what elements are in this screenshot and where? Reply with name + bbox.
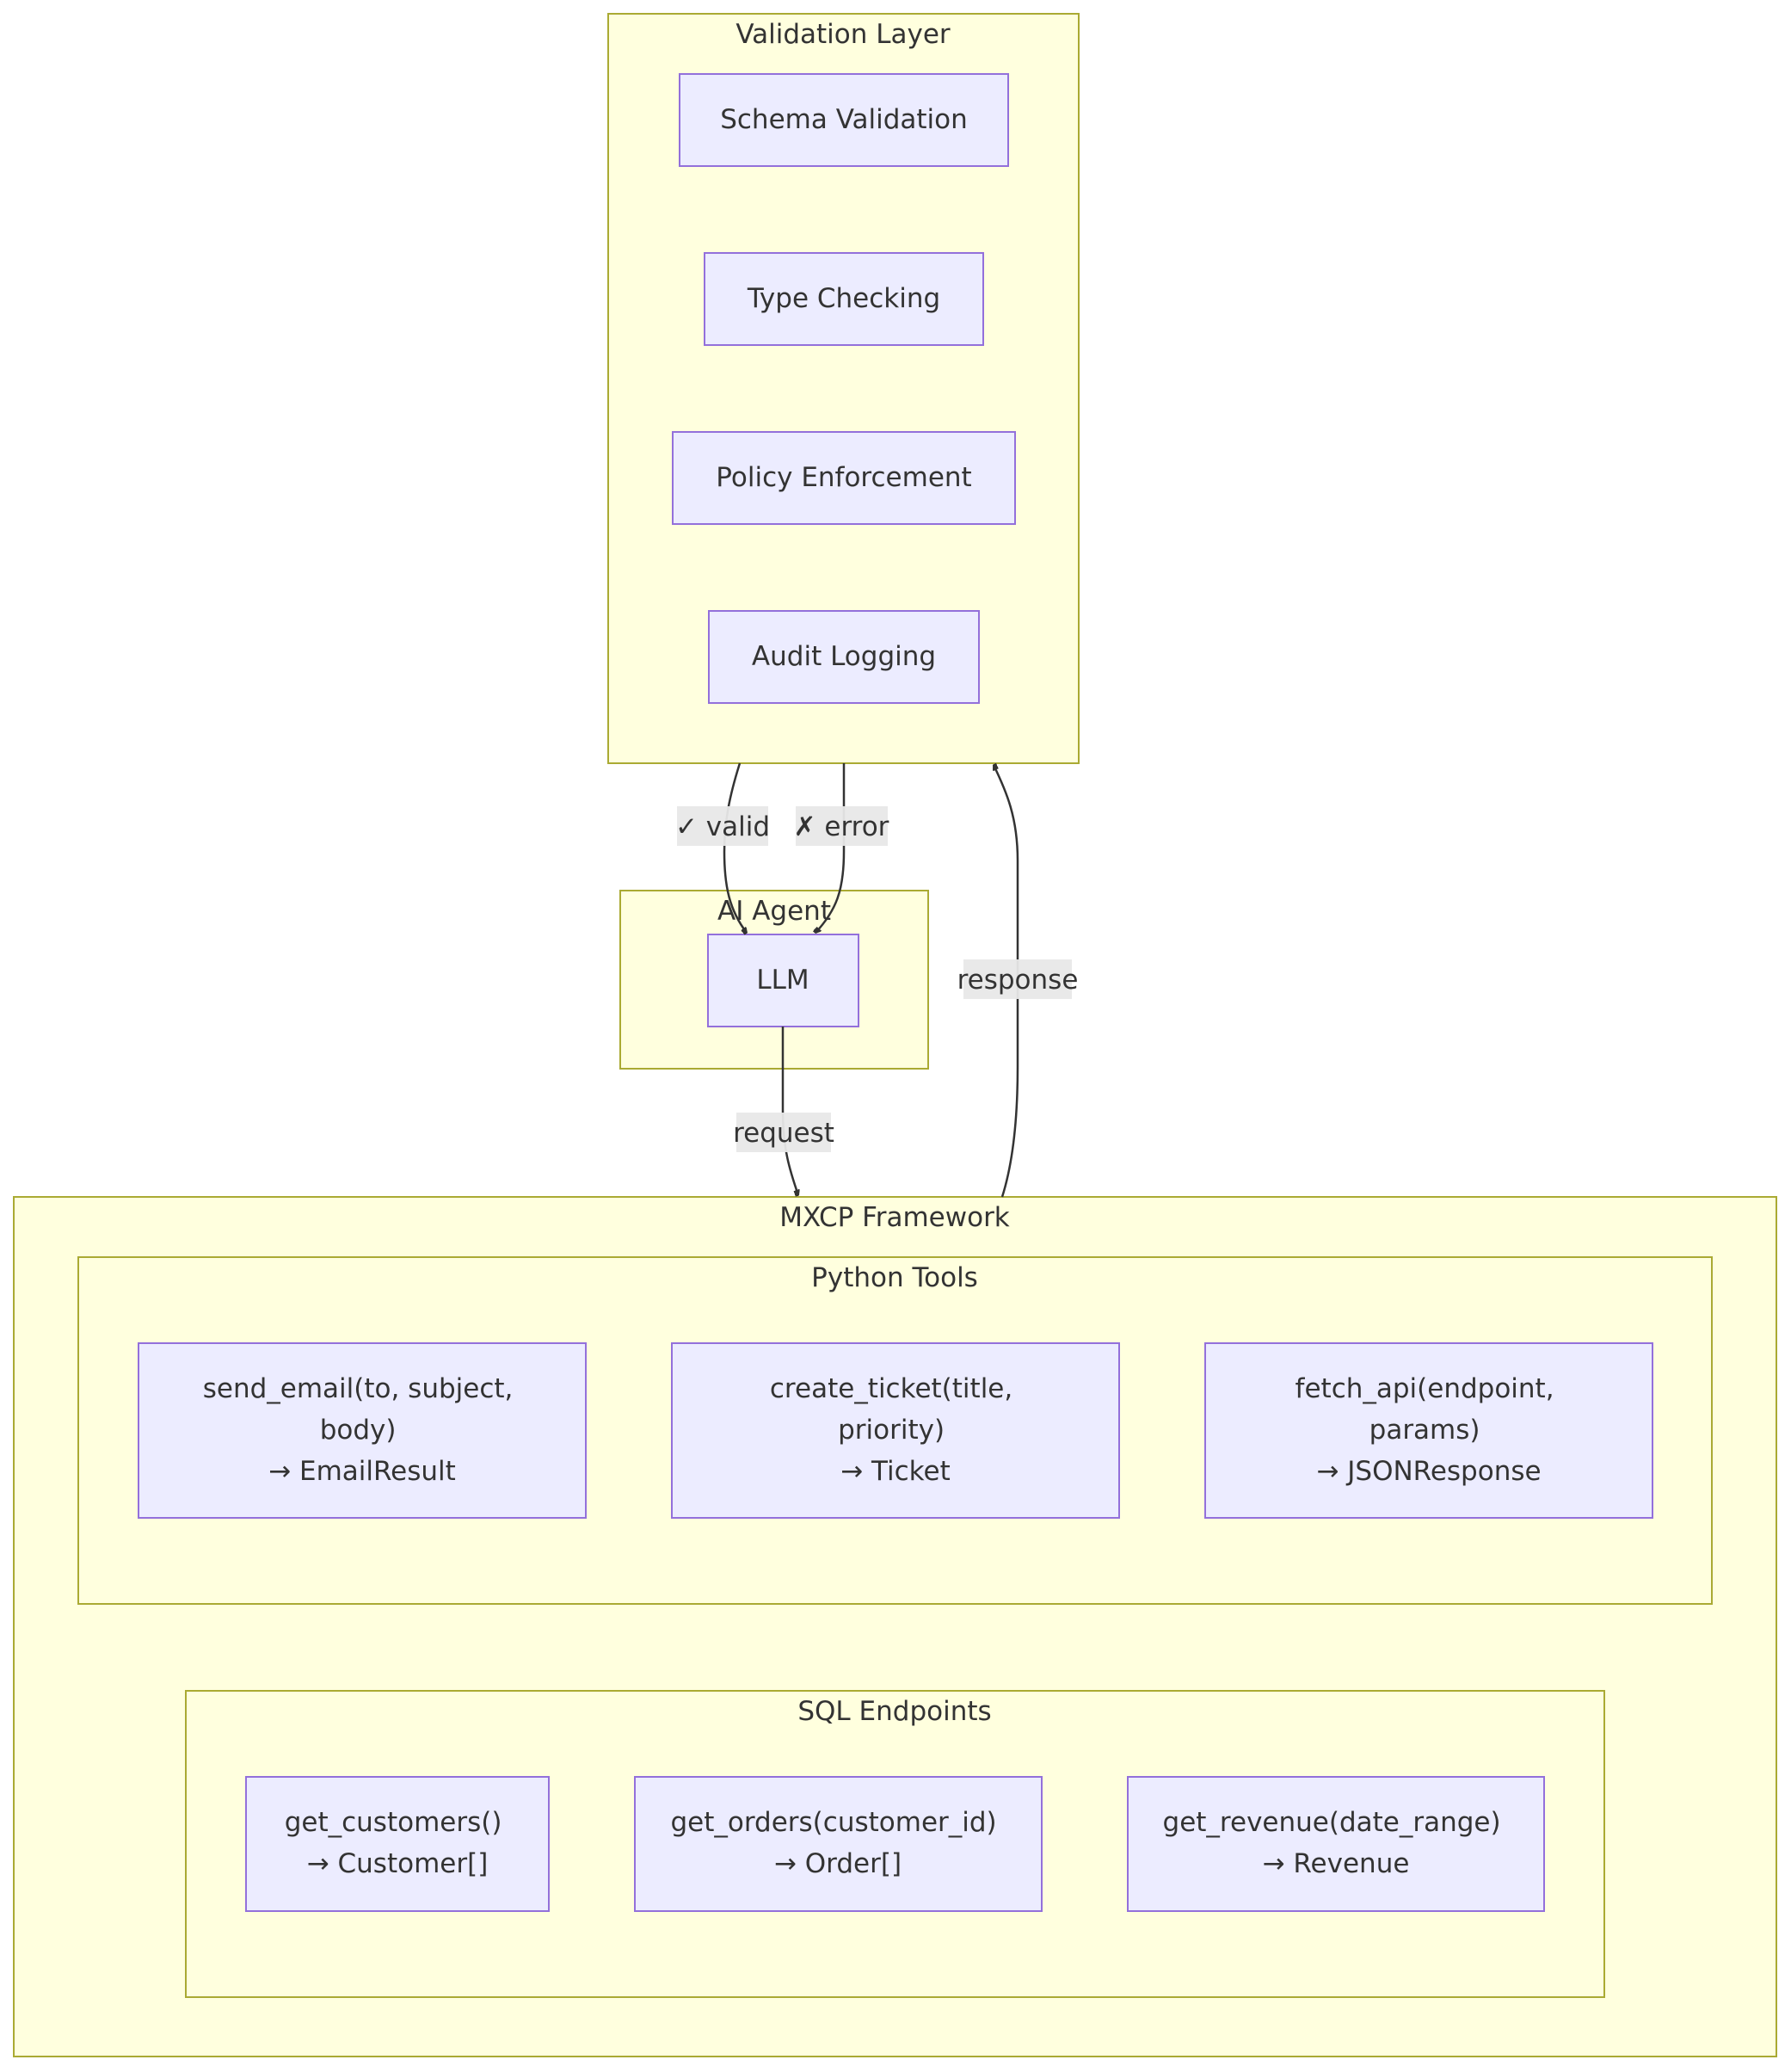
node-send-email-label: send_email(to, subject, body) → EmailRes…	[203, 1373, 522, 1487]
edge-valid: ✓ valid	[675, 762, 770, 933]
node-llm-box	[707, 934, 859, 1027]
node-type-checking-box	[704, 252, 984, 346]
node-audit-logging[interactable]: Audit Logging	[708, 610, 980, 704]
node-create-ticket-label: create_ticket(title, priority) → Ticket	[770, 1373, 1021, 1487]
node-schema-validation[interactable]: Schema Validation	[679, 73, 1009, 167]
node-audit-logging-box	[708, 610, 980, 704]
cluster-ai-agent-title: AI Agent	[717, 896, 831, 927]
node-send-email-line1: send_email(to, subject,	[203, 1373, 514, 1404]
edge-valid-path	[723, 762, 747, 933]
node-fetch-api-label: fetch_api(endpoint, params) → JSONRespon…	[1296, 1373, 1563, 1487]
edge-valid-label: ✓ valid	[675, 811, 770, 842]
node-llm[interactable]: LLM	[707, 934, 859, 1027]
node-get-revenue-line2: → Revenue	[1263, 1848, 1410, 1879]
edge-valid-label-bg	[677, 806, 768, 846]
node-get-orders[interactable]: get_orders(customer_id) → Order[]	[634, 1776, 1043, 1912]
cluster-validation-layer-title: Validation Layer	[735, 19, 951, 50]
node-send-email-box	[138, 1342, 587, 1519]
node-fetch-api-line2: params)	[1369, 1415, 1480, 1446]
node-get-revenue[interactable]: get_revenue(date_range) → Revenue	[1127, 1776, 1545, 1912]
node-get-customers-box	[245, 1776, 550, 1912]
node-fetch-api-line1: fetch_api(endpoint,	[1296, 1373, 1554, 1404]
node-send-email-line2: body)	[320, 1415, 397, 1446]
cluster-mxcp-framework-title: MXCP Framework	[779, 1202, 1010, 1233]
node-schema-validation-label: Schema Validation	[720, 104, 968, 135]
node-get-revenue-line1: get_revenue(date_range)	[1163, 1807, 1501, 1838]
node-get-orders-label: get_orders(customer_id) → Order[]	[670, 1807, 1005, 1879]
node-get-orders-line2: → Order[]	[774, 1848, 902, 1879]
node-policy-enforcement-label: Policy Enforcement	[716, 462, 971, 493]
node-fetch-api-box	[1204, 1342, 1653, 1519]
node-create-ticket-box	[671, 1342, 1120, 1519]
node-type-checking-label: Type Checking	[747, 283, 940, 314]
edge-response-label: response	[957, 965, 1079, 996]
node-send-email[interactable]: send_email(to, subject, body) → EmailRes…	[138, 1342, 587, 1519]
node-get-customers-line1: get_customers()	[285, 1807, 502, 1838]
node-get-customers[interactable]: get_customers() → Customer[]	[245, 1776, 550, 1912]
node-get-orders-line1: get_orders(customer_id)	[670, 1807, 996, 1838]
node-create-ticket-line1: create_ticket(title,	[770, 1373, 1012, 1404]
node-create-ticket-line3: → Ticket	[840, 1456, 951, 1487]
node-policy-enforcement[interactable]: Policy Enforcement	[672, 431, 1016, 525]
node-get-customers-line2: → Customer[]	[307, 1848, 489, 1879]
node-schema-validation-box	[679, 73, 1009, 167]
node-create-ticket[interactable]: create_ticket(title, priority) → Ticket	[671, 1342, 1120, 1519]
edge-error-label: ✗ error	[794, 811, 889, 842]
node-type-checking[interactable]: Type Checking	[704, 252, 984, 346]
node-get-customers-label: get_customers() → Customer[]	[285, 1807, 511, 1879]
cluster-sql-endpoints-title: SQL Endpoints	[797, 1696, 991, 1727]
node-create-ticket-line2: priority)	[838, 1415, 945, 1446]
node-fetch-api-line3: → JSONResponse	[1316, 1456, 1541, 1487]
node-fetch-api[interactable]: fetch_api(endpoint, params) → JSONRespon…	[1204, 1342, 1653, 1519]
node-llm-label: LLM	[756, 965, 809, 996]
node-get-orders-box	[634, 1776, 1043, 1912]
node-get-revenue-label: get_revenue(date_range) → Revenue	[1163, 1807, 1510, 1879]
node-audit-logging-label: Audit Logging	[752, 641, 936, 672]
edge-response-path	[992, 765, 1019, 1198]
edge-request: request	[733, 1027, 834, 1195]
node-send-email-line3: → EmailResult	[268, 1456, 456, 1487]
edge-request-label-bg	[736, 1113, 831, 1152]
edge-error-path	[815, 763, 846, 933]
edge-error: ✗ error	[794, 763, 889, 933]
edge-request-label: request	[733, 1118, 834, 1149]
node-get-revenue-box	[1127, 1776, 1545, 1912]
edge-response: response	[957, 765, 1079, 1198]
node-policy-enforcement-box	[672, 431, 1016, 525]
edge-error-label-bg	[796, 806, 888, 846]
edge-response-label-bg	[963, 959, 1072, 999]
cluster-python-tools-title: Python Tools	[811, 1262, 978, 1293]
